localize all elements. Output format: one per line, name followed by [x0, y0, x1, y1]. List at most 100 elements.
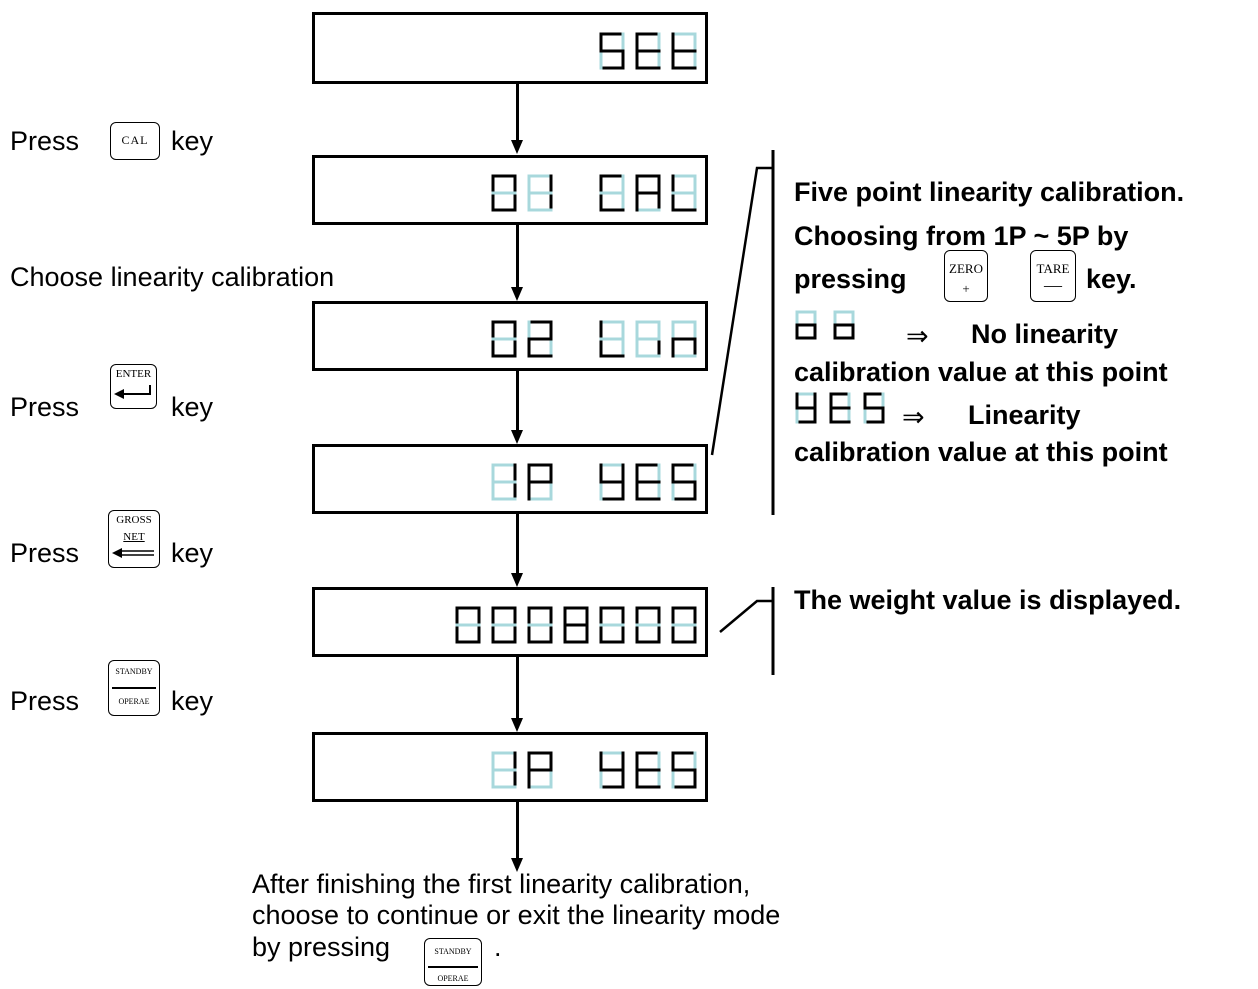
flow-arrowhead-2 — [511, 287, 523, 301]
press-enter-key-word: key — [171, 392, 214, 422]
flow-arrowhead-6 — [511, 858, 523, 872]
display-01-cal — [312, 155, 708, 225]
display-digit — [563, 606, 589, 644]
display-digit — [671, 32, 697, 70]
standby-operae-key-bottom[interactable]: STANDBY OPERAE — [424, 938, 482, 986]
standby-key-divider — [112, 687, 156, 689]
yes-glyph-digit — [829, 392, 851, 424]
bottom-line-1: After finishing the first linearity cali… — [252, 869, 751, 899]
display-digit — [527, 751, 553, 789]
flow-arrow-5 — [516, 657, 519, 718]
display-digit — [527, 606, 553, 644]
press-standby-key-word: key — [171, 686, 214, 716]
note-linearity-2: calibration value at this point — [794, 437, 1168, 467]
no-glyph-digit — [795, 310, 817, 340]
display-digit — [527, 463, 553, 501]
display-1p-yes — [312, 444, 708, 514]
tare-key-top-label: TARE — [1036, 261, 1070, 276]
enter-key[interactable]: ENTER — [110, 364, 157, 409]
flow-arrow-2 — [516, 225, 519, 287]
display-digit — [491, 174, 517, 212]
display-digit — [599, 320, 625, 358]
bottom-line-2: choose to continue or exit the linearity… — [252, 900, 781, 930]
display-set — [312, 12, 708, 84]
bottom-standby-label: STANDBY — [434, 947, 472, 956]
press-standby-label: Press — [10, 686, 80, 716]
choose-linearity-label: Choose linearity calibration — [10, 262, 335, 292]
display-digit — [491, 463, 517, 501]
display-digit — [635, 320, 661, 358]
display-digit — [599, 606, 625, 644]
display-digit — [599, 463, 625, 501]
display-digit — [491, 606, 517, 644]
yes-glyph — [795, 392, 885, 424]
flow-arrowhead-4 — [511, 573, 523, 587]
display-digit — [635, 32, 661, 70]
note-no-linearity: No linearity — [971, 319, 1119, 349]
press-cal-label: Press — [10, 126, 80, 156]
yes-glyph-digit — [863, 392, 885, 424]
note-five-point: Five point linearity calibration. — [794, 177, 1185, 207]
standby-operae-key[interactable]: STANDBY OPERAE — [108, 660, 160, 716]
tare-key[interactable]: TARE — — [1030, 250, 1076, 302]
gross-key-top-label: GROSS — [116, 514, 152, 526]
display-digit — [671, 320, 697, 358]
display-digit — [491, 751, 517, 789]
yes-glyph-digit — [795, 392, 817, 424]
zero-key-bottom-label: + — [962, 281, 970, 296]
flow-arrowhead-3 — [511, 430, 523, 444]
zero-key-top-label: ZERO — [949, 261, 983, 276]
note-no-linearity-2: calibration value at this point — [794, 357, 1168, 387]
display-digit — [635, 606, 661, 644]
display-digit — [635, 751, 661, 789]
flow-arrow-3 — [516, 371, 519, 430]
note-choosing-range: Choosing from 1P ~ 5P by — [794, 221, 1129, 251]
display-digit — [491, 320, 517, 358]
press-cal-key-word: key — [171, 126, 214, 156]
display-digit — [635, 463, 661, 501]
flow-arrow-6 — [516, 802, 519, 858]
no-glyph-digit — [833, 310, 855, 340]
yes-arrow: ⇒ — [902, 402, 925, 432]
flow-arrowhead-1 — [511, 140, 523, 154]
cal-key[interactable]: CAL — [110, 122, 160, 160]
flow-arrowhead-5 — [511, 718, 523, 732]
press-enter-label: Press — [10, 392, 80, 422]
flow-arrow-4 — [516, 514, 519, 573]
note-linearity: Linearity — [968, 400, 1081, 430]
bottom-line-3-end: . — [494, 932, 502, 962]
operae-key-bottom-label: OPERAE — [118, 697, 150, 706]
display-digit — [527, 320, 553, 358]
enter-arrow-icon — [114, 385, 151, 399]
display-digit — [599, 751, 625, 789]
bottom-line-3: by pressing — [252, 932, 391, 962]
zero-key[interactable]: ZERO + — [944, 250, 988, 302]
display-digit — [599, 174, 625, 212]
display-digit — [671, 463, 697, 501]
press-gross-key-word: key — [171, 538, 214, 568]
display-digit — [671, 751, 697, 789]
gross-net-arrow-icon — [112, 548, 154, 558]
display-digit — [671, 174, 697, 212]
press-gross-label: Press — [10, 538, 80, 568]
display-digit — [527, 174, 553, 212]
display-digit — [671, 606, 697, 644]
bottom-standby-divider — [428, 966, 478, 968]
note-key: key. — [1086, 264, 1137, 294]
enter-key-label: ENTER — [115, 368, 152, 380]
gross-net-key[interactable]: GROSS NET — [108, 510, 160, 568]
display-digit — [455, 606, 481, 644]
display-weight — [312, 587, 708, 657]
note-weight-displayed: The weight value is displayed. — [794, 585, 1182, 615]
no-arrow: ⇒ — [906, 321, 929, 351]
no-glyph — [795, 310, 855, 340]
display-digit — [635, 174, 661, 212]
standby-key-top-label: STANDBY — [115, 667, 153, 676]
bottom-operae-label: OPERAE — [437, 974, 469, 983]
cal-key-label: CAL — [121, 133, 149, 147]
net-key-bottom-label: NET — [123, 531, 145, 543]
tare-key-bottom-label: — — [1044, 275, 1062, 295]
display-1p-yes-final — [312, 732, 708, 802]
display-02-lin — [312, 301, 708, 371]
display-digit — [599, 32, 625, 70]
